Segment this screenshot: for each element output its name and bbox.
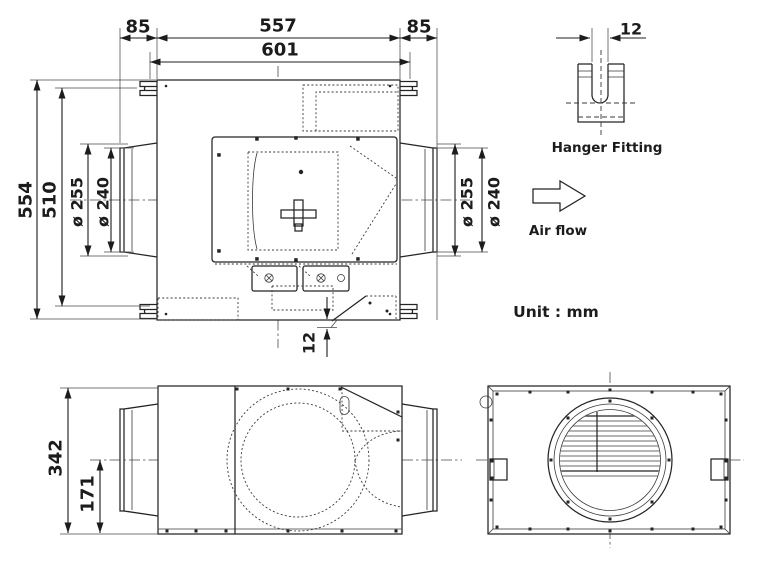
- top-view: [70, 66, 470, 348]
- dim-label-duct-dia-left: ø 240: [94, 177, 113, 227]
- side-view-duct-opening: [547, 397, 673, 523]
- side-view-rivets: [489, 388, 728, 533]
- front-view-rivets: [165, 387, 400, 533]
- front-view-fan-scroll: [226, 388, 402, 532]
- front-view-dimensions: 342 171: [46, 387, 158, 535]
- side-view-hanger-tab-left: [489, 458, 508, 481]
- dim-label-flange-dia-right: ø 255: [458, 177, 477, 227]
- cable-grommet: [479, 395, 493, 409]
- front-view-body: [157, 385, 403, 535]
- top-view-damper-outline: [302, 84, 399, 132]
- dim-label-duct-dia-right: ø 240: [485, 177, 504, 227]
- airflow-annotation: Air flow: [529, 179, 587, 239]
- dim-label-hanger-span: 601: [261, 40, 299, 61]
- side-view-hanger-tab-right: [710, 458, 729, 481]
- front-view-notch: [339, 386, 403, 432]
- hanger-top-right: [399, 80, 418, 97]
- top-view-cable-bracket: [331, 295, 397, 322]
- hanger-bracket-drawing: [566, 50, 636, 136]
- hanger-bottom-left: [139, 303, 158, 320]
- hanger-fitting-label: Hanger Fitting: [552, 140, 663, 156]
- front-view-left-spigot: [119, 403, 159, 517]
- dim-label-inner-depth: 510: [40, 181, 61, 219]
- top-view-body: [156, 79, 401, 321]
- dim-label-duct-right: 85: [406, 17, 431, 38]
- top-view-damper-inner: [315, 91, 398, 131]
- dim-label-body-width: 557: [259, 16, 297, 37]
- hanger-slot-dimension: 12: [556, 20, 646, 62]
- hanger-fitting-detail: 12 Hanger Fitting: [552, 20, 663, 157]
- foot-offset-dimension: [317, 297, 338, 357]
- dim-label-center-height: 171: [78, 475, 99, 513]
- top-view-fan-module: [211, 136, 398, 263]
- module-screws: [217, 136, 360, 262]
- side-view-body: [487, 385, 731, 535]
- extension-lines: [30, 28, 488, 320]
- dim-label-overall-depth: 554: [16, 181, 37, 219]
- dim-label-flange-dia-left: ø 255: [68, 177, 87, 227]
- top-view-dimensions: 85 557 85 601 554 510 ø 255 ø 240 ø 255 …: [16, 16, 504, 357]
- top-view-terminal-boxes: [215, 263, 397, 292]
- front-view: [90, 385, 462, 535]
- front-view-right-spigot: [401, 403, 438, 517]
- dim-label-foot-offset: 12: [300, 332, 319, 354]
- hanger-top-left: [139, 80, 158, 97]
- hanger-bottom-right: [399, 303, 418, 320]
- dim-label-duct-left: 85: [125, 17, 150, 38]
- unit-note: Unit : mm: [513, 303, 599, 321]
- keyhole-slot: [339, 396, 350, 415]
- top-view-corner-rivets: [164, 84, 392, 316]
- airflow-arrow-icon: [532, 179, 587, 213]
- top-view-junction-hidden: [271, 285, 334, 311]
- airflow-label: Air flow: [529, 223, 587, 239]
- side-view: [476, 372, 744, 548]
- dim-label-overall-height: 342: [46, 439, 67, 477]
- dim-label-hanger-slot: 12: [620, 20, 642, 39]
